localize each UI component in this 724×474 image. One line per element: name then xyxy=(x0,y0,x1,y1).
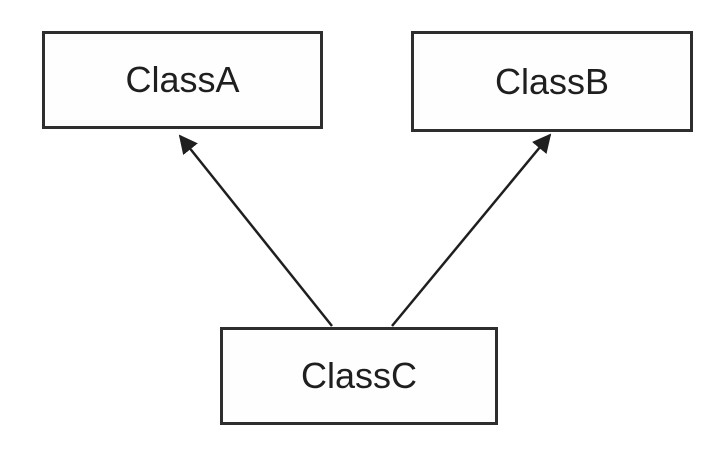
arrow-classc-to-classb xyxy=(391,133,552,327)
arrow-classc-to-classa xyxy=(178,134,333,327)
class-label-classa: ClassA xyxy=(125,59,240,100)
class-label-classc: ClassC xyxy=(300,355,417,396)
class-box-classc: ClassC xyxy=(220,327,498,425)
class-label-classb: ClassB xyxy=(494,60,610,102)
class-box-classb: ClassB xyxy=(411,31,693,132)
class-box-classa: ClassA xyxy=(42,31,323,129)
